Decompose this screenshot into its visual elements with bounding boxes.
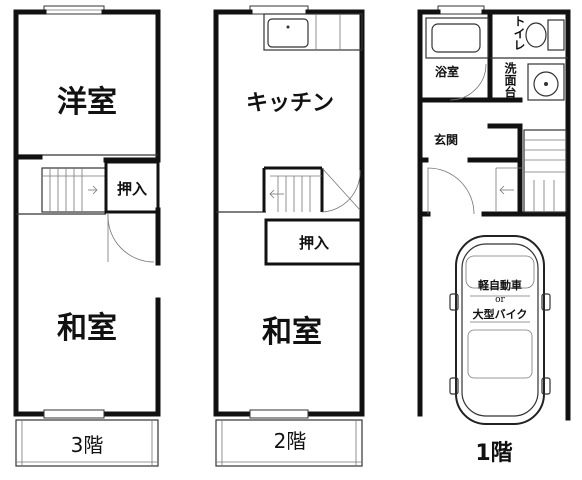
toilet — [525, 19, 565, 51]
floor3-closet: 押入 — [104, 160, 160, 214]
floor2-stairs — [262, 166, 361, 213]
car-label-line3: 大型バイク — [473, 307, 528, 321]
floor3-western-room-label: 洋室 — [57, 85, 117, 120]
floor2-plan: キッチン 押入 和室 2階 — [213, 5, 365, 467]
floor2-kitchen-label: キッチン — [246, 91, 334, 116]
floor2-label: 2階 — [274, 429, 307, 453]
washbasin — [527, 63, 565, 101]
entrance-label: 玄関 — [434, 132, 458, 147]
toilet-label: トイレ — [490, 15, 526, 51]
floor3-balcony — [15, 419, 159, 467]
car-outline — [449, 235, 551, 425]
car-label-line1: 軽自動車 — [478, 278, 522, 292]
car-label-line2: or — [495, 295, 505, 305]
floor3-stairs — [41, 167, 107, 213]
floor3-japanese-room-label: 和室 — [57, 311, 117, 346]
washroom-label: 洗面台 — [503, 61, 517, 99]
floor2-closet: 押入 — [264, 218, 364, 266]
floor1-stairs — [495, 129, 567, 213]
floor2-balcony — [215, 419, 363, 467]
floor2-japanese-room-label: 和室 — [262, 315, 322, 350]
floor3-plan: 押入 洋室 和室 3階 — [13, 5, 161, 467]
floor2-closet-label: 押入 — [299, 234, 329, 252]
bathtub — [425, 17, 489, 59]
floor3-closet-label: 押入 — [117, 180, 147, 198]
floor1-label: 1階 — [475, 441, 512, 466]
bath-label: 浴室 — [435, 64, 459, 79]
kitchen-counter — [263, 13, 363, 51]
toilet-label-text: トイレ — [490, 15, 526, 51]
floor3-top-window — [43, 5, 105, 15]
floor3-label: 3階 — [71, 433, 104, 457]
floor1-plan: 浴室 トイレ 洗面台 玄関 — [417, 5, 571, 466]
